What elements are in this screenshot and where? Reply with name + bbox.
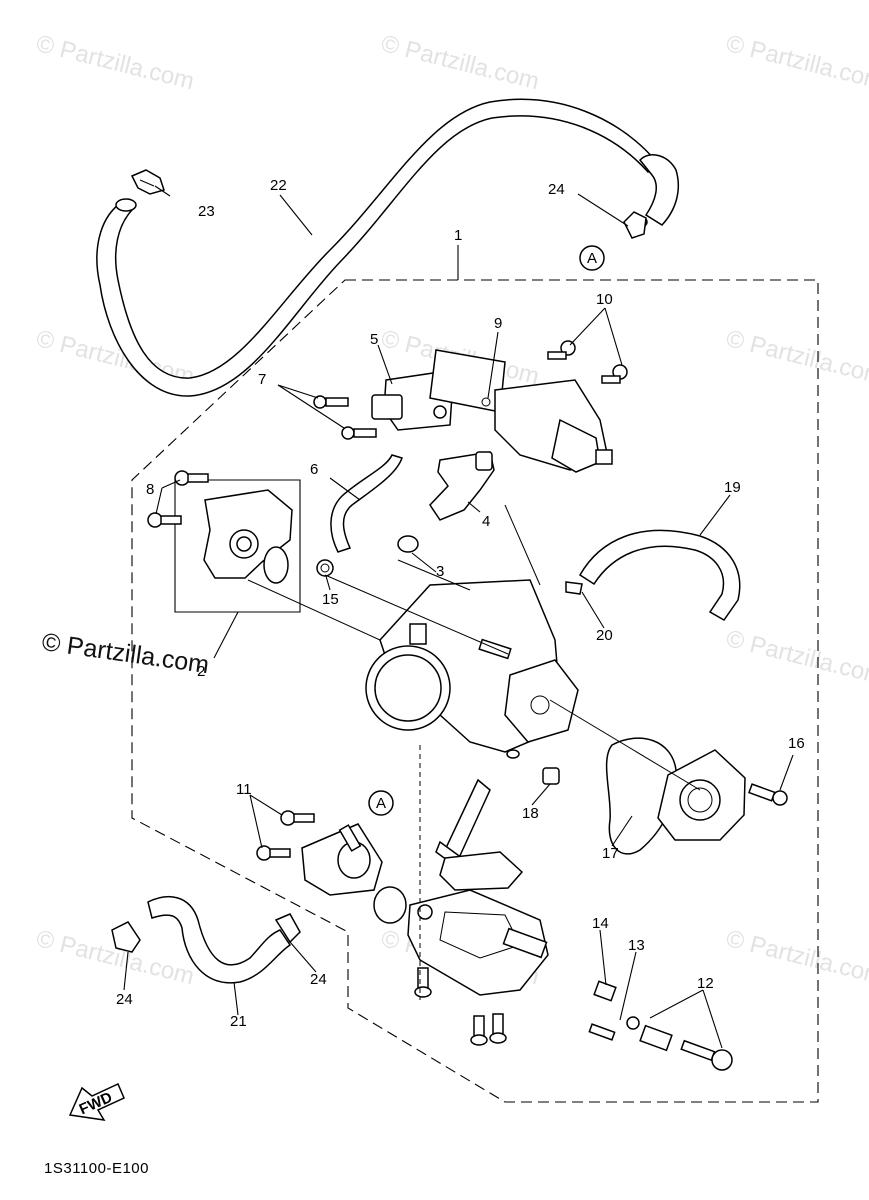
callout-6: 6: [310, 461, 318, 478]
hose-clip-24-right: [274, 913, 301, 944]
reference-label: A: [376, 795, 386, 812]
callout-12: 12: [697, 975, 714, 992]
hose-clip-24-top: [623, 211, 647, 239]
hose-21: [147, 895, 292, 984]
coolant-fitting: [301, 823, 383, 896]
callout-11: 11: [236, 781, 252, 798]
gasket-17: [605, 737, 677, 855]
adjuster-set-12: [626, 1016, 733, 1071]
callout-4: 4: [482, 513, 490, 530]
leader-lines: [123, 185, 794, 1049]
o-ring: [373, 886, 407, 924]
throttle-position-sensor-2: [174, 479, 301, 613]
callout-24-right: 24: [310, 971, 327, 988]
bolt-assembly: [435, 749, 520, 870]
lower-valve-body: [407, 889, 549, 996]
screw-10: [547, 340, 628, 384]
callout-24-top: 24: [548, 181, 565, 198]
screw-7: [313, 395, 377, 440]
callout-5: 5: [370, 331, 378, 348]
callout-9: 9: [494, 315, 502, 332]
reference-label: A: [587, 250, 597, 267]
throttle-body-main: [365, 579, 579, 753]
callout-2: 2: [197, 663, 205, 680]
lower-screws: [414, 967, 507, 1046]
idle-valve-assembly: [494, 379, 613, 473]
reference-marker-a-bottom: A: [368, 790, 394, 816]
o-ring-3: [397, 535, 419, 553]
hose-6: [330, 454, 403, 553]
bushing-18: [542, 767, 560, 785]
nut-15: [316, 559, 334, 577]
screw-13: [588, 1023, 616, 1041]
callout-21: 21: [230, 1013, 247, 1030]
callout-1: 1: [454, 227, 462, 244]
hose-clip-23: [130, 169, 165, 195]
fitting-20: [565, 581, 583, 595]
spring-14: [593, 980, 617, 1002]
hose-19: [578, 529, 741, 621]
diagram-code: 1S31100-E100: [44, 1160, 149, 1177]
assembly-boundary: [131, 279, 819, 1103]
callout-16: 16: [788, 735, 805, 752]
cover-plate: [657, 749, 746, 841]
callout-17: 17: [602, 845, 619, 862]
callout-14: 14: [592, 915, 609, 932]
hose-22: [96, 98, 680, 397]
callout-19: 19: [724, 479, 741, 496]
callout-18: 18: [522, 805, 539, 822]
hose-clip-24-left: [111, 921, 141, 953]
screw-11: [256, 810, 315, 861]
callout-22: 22: [270, 177, 287, 194]
screw-16: [748, 783, 788, 806]
callout-3: 3: [436, 563, 444, 580]
reference-marker-a-top: A: [579, 245, 605, 271]
callout-13: 13: [628, 937, 645, 954]
callout-24-left: 24: [116, 991, 133, 1008]
gasket: [439, 851, 524, 891]
fuel-injector-4: [429, 451, 495, 521]
callout-23: 23: [198, 203, 215, 220]
screw-8: [147, 470, 209, 528]
fwd-direction-arrow: FWD: [68, 1082, 125, 1121]
callout-7: 7: [258, 371, 266, 388]
callout-20: 20: [596, 627, 613, 644]
callout-10: 10: [596, 291, 613, 308]
callout-15: 15: [322, 591, 339, 608]
callout-8: 8: [146, 481, 154, 498]
